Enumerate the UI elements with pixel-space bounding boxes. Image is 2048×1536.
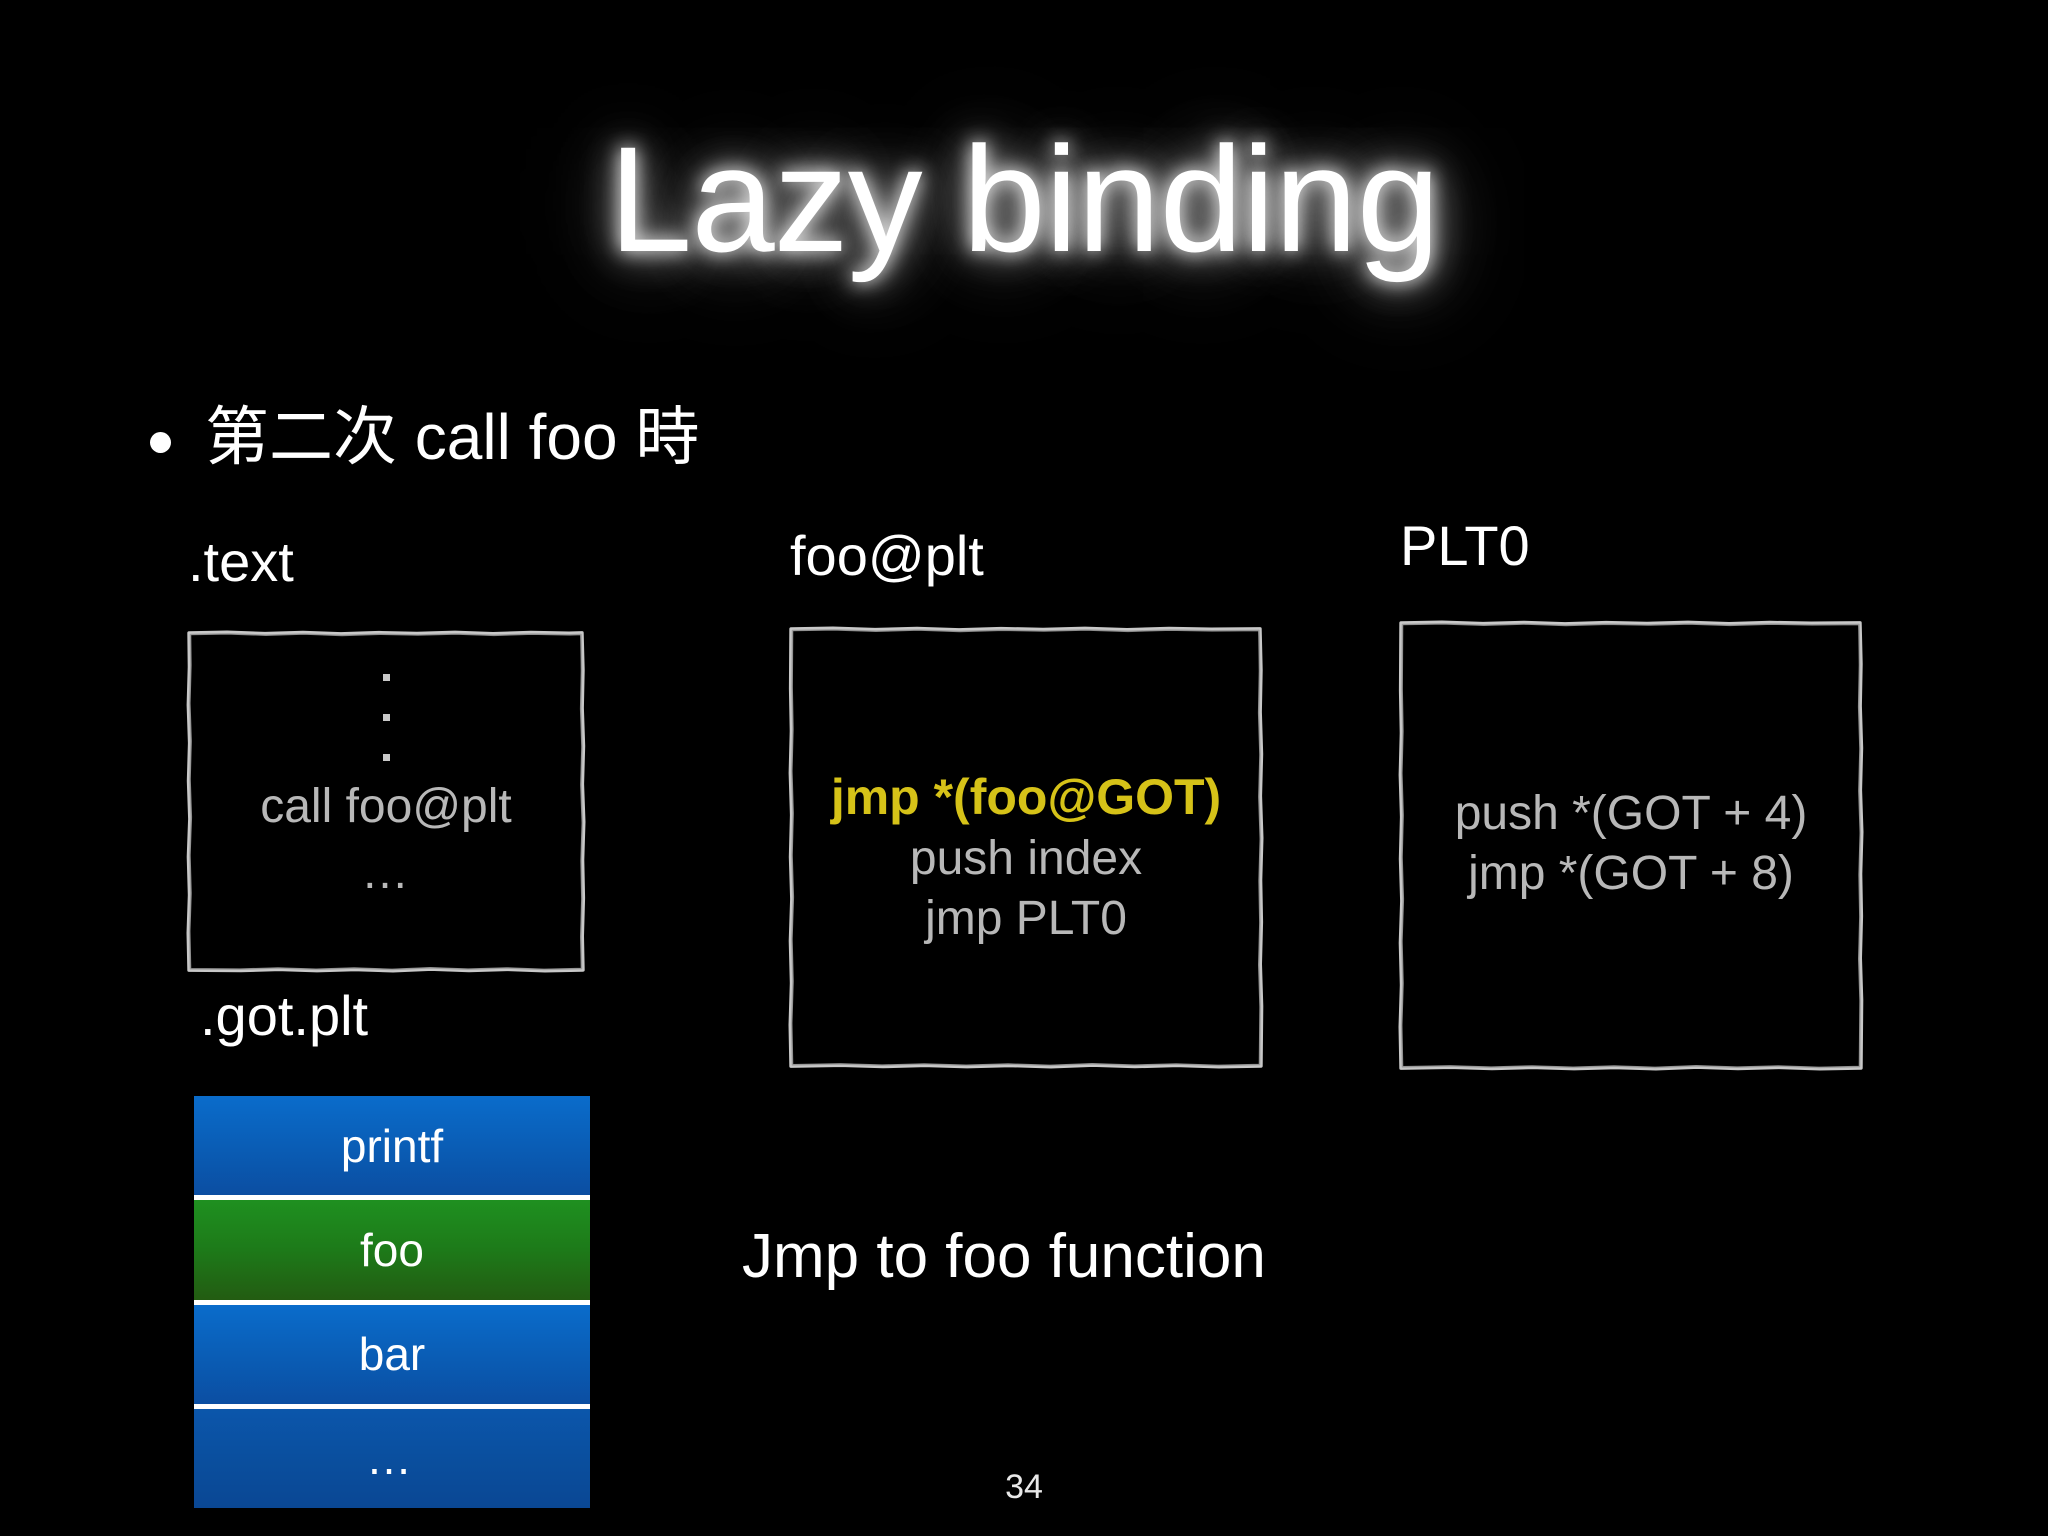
caption-jmp-to-foo: Jmp to foo function (742, 1222, 1266, 1291)
horizontal-ellipsis: … (361, 846, 411, 900)
section-label-plt0: PLT0 (1400, 514, 1530, 577)
text-box-content: call foo@plt … (188, 674, 584, 897)
page-number: 34 (1005, 1468, 1043, 1506)
table-row[interactable]: … (194, 1408, 590, 1508)
bullet-dot-icon (150, 431, 171, 453)
got-entry-label: … (366, 1432, 418, 1485)
code-line-call-foo-plt: call foo@plt (260, 780, 512, 833)
section-label-text: .text (188, 530, 294, 593)
got-entry-label: printf (340, 1119, 444, 1172)
section-label-foo-plt: foo@plt (790, 524, 984, 587)
code-line-jmp-plt0: jmp PLT0 (925, 892, 1127, 946)
bullet-text: 第二次 call foo 時 (205, 401, 700, 473)
code-line-push-got-4: push *(GOT + 4) (1454, 787, 1808, 840)
got-entry-label: bar (358, 1328, 426, 1381)
foo-plt-box-content: jmp *(foo@GOT) push index jmp PLT0 (790, 766, 1262, 950)
code-line-jmp-got-8: jmp *(GOT + 8) (1468, 847, 1794, 901)
code-line-jmp-foo-got: jmp *(foo@GOT) (830, 769, 1222, 825)
bullet-row: 第二次 call foo 時 (150, 402, 699, 472)
table-row[interactable]: bar (194, 1304, 590, 1409)
plt0-box: push *(GOT + 4) jmp *(GOT + 8) (1398, 620, 1864, 1071)
section-label-got-plt: .got.plt (200, 984, 369, 1047)
got-plt-table: printf foo bar … (194, 1096, 590, 1508)
table-row[interactable]: printf (194, 1096, 590, 1201)
text-section-box: call foo@plt … (186, 630, 586, 973)
plt0-box-content: push *(GOT + 4) jmp *(GOT + 8) (1400, 784, 1862, 905)
table-row[interactable]: foo (194, 1200, 590, 1305)
code-line-push-index: push index (909, 832, 1143, 885)
vertical-ellipsis-icon (382, 674, 390, 761)
got-entry-label: foo (360, 1223, 424, 1276)
foo-plt-box: jmp *(foo@GOT) push index jmp PLT0 (788, 626, 1264, 1069)
page-title: Lazy binding (608, 115, 1440, 283)
